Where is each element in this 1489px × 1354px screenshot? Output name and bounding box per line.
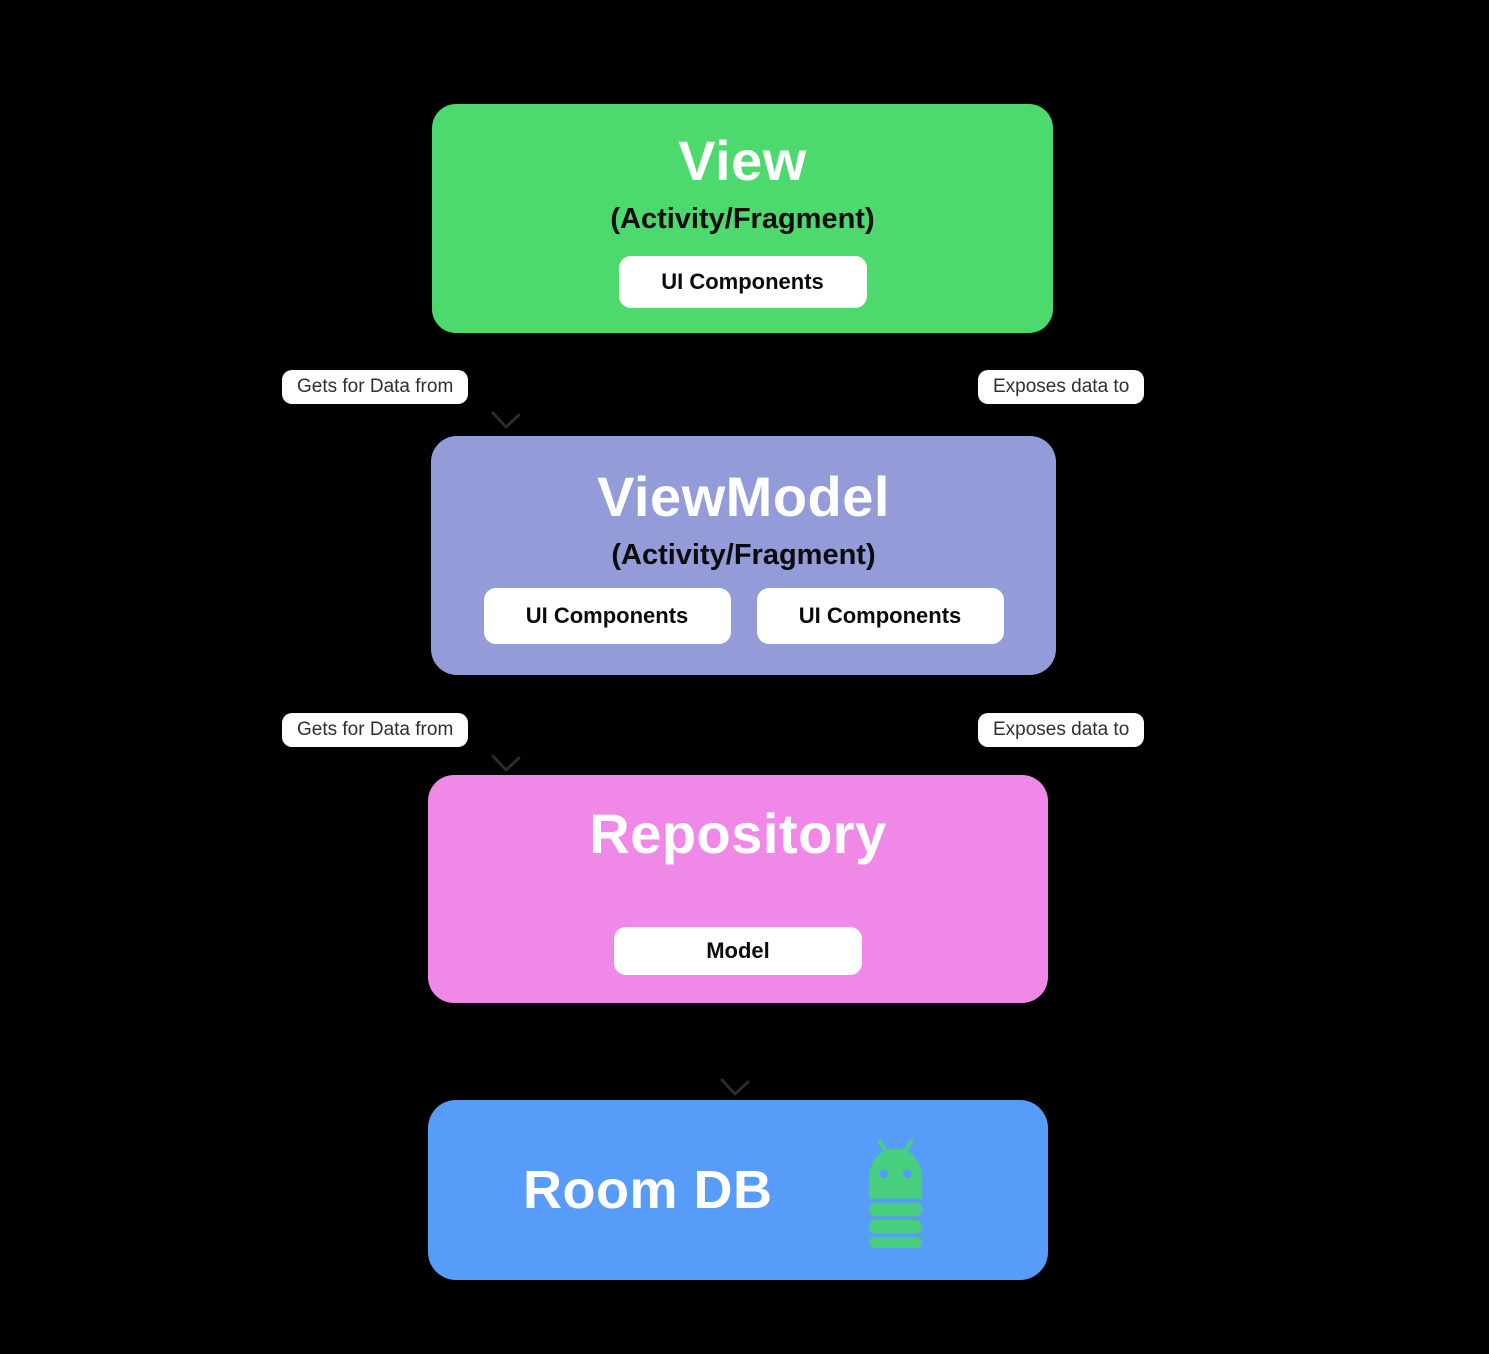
edge-label-exposes-data-2: Exposes data to bbox=[978, 713, 1145, 747]
view-layer-subtitle: (Activity/Fragment) bbox=[610, 203, 875, 235]
edge-label-gets-data-1: Gets for Data from bbox=[282, 370, 469, 404]
arrow-down-icon bbox=[491, 754, 521, 772]
viewmodel-chip-row: UI Components UI Components bbox=[483, 588, 1004, 644]
arrow-down-icon bbox=[491, 411, 521, 429]
roomdb-layer-title: Room DB bbox=[523, 1160, 773, 1220]
arrow-down-icon bbox=[720, 1078, 750, 1096]
view-layer-box: View (Activity/Fragment) UI Components bbox=[432, 104, 1053, 333]
roomdb-layer-box: Room DB bbox=[428, 1100, 1048, 1280]
view-layer-title: View bbox=[678, 129, 807, 192]
ui-components-chip: UI Components bbox=[756, 588, 1004, 644]
ui-components-chip: UI Components bbox=[618, 256, 867, 308]
ui-components-chip: UI Components bbox=[483, 588, 731, 644]
model-chip: Model bbox=[614, 927, 862, 975]
viewmodel-layer-box: ViewModel (Activity/Fragment) UI Compone… bbox=[431, 436, 1056, 675]
viewmodel-layer-title: ViewModel bbox=[597, 465, 890, 528]
repository-layer-title: Repository bbox=[589, 802, 887, 865]
repository-layer-box: Repository Model bbox=[428, 775, 1048, 1003]
edge-label-exposes-data-1: Exposes data to bbox=[978, 370, 1145, 404]
edge-label-gets-data-2: Gets for Data from bbox=[282, 713, 469, 747]
android-database-icon bbox=[868, 1139, 923, 1248]
viewmodel-layer-subtitle: (Activity/Fragment) bbox=[611, 539, 876, 571]
